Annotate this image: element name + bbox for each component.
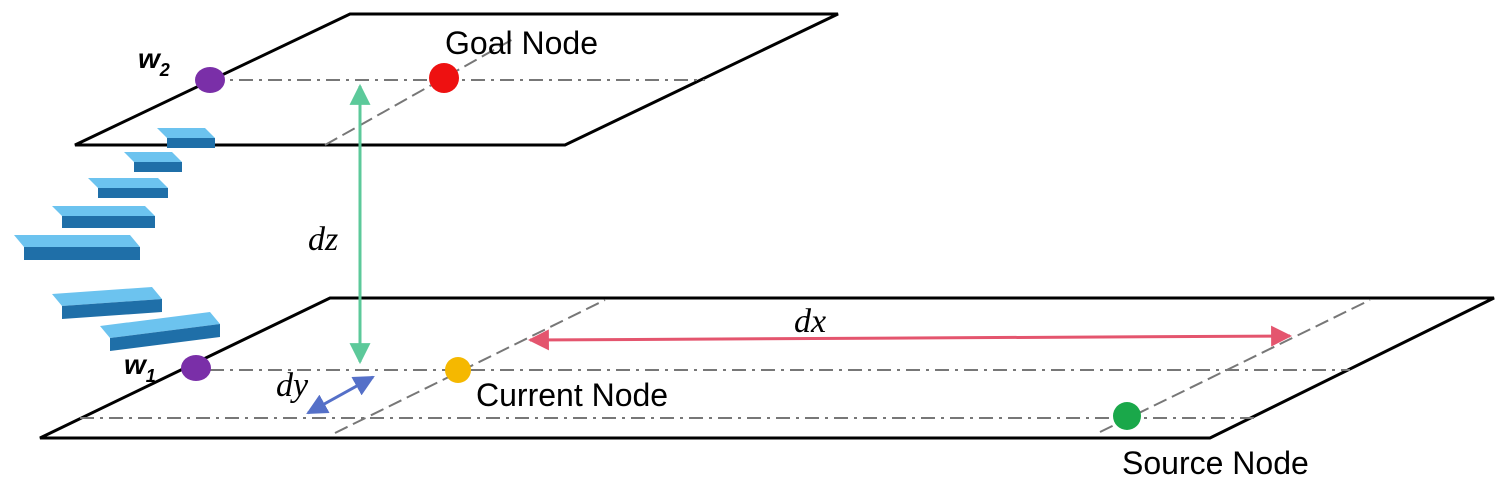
stair-step xyxy=(52,287,162,306)
dy-arrow xyxy=(306,375,375,415)
dy-label: dy xyxy=(276,367,309,404)
upper-floor-plane xyxy=(74,12,839,147)
stair-step xyxy=(52,206,155,216)
current-node-label: Current Node xyxy=(476,377,668,413)
staircase xyxy=(14,128,220,351)
stair-step xyxy=(88,178,168,188)
waypoint-w2-node xyxy=(195,67,225,93)
stair-step xyxy=(100,312,220,338)
upper-guide-diagonal xyxy=(324,37,516,146)
w1-label: w1 xyxy=(124,349,156,386)
stair-step xyxy=(62,216,155,228)
dx-label: dx xyxy=(794,303,826,340)
stair-step xyxy=(124,152,182,162)
stair-step xyxy=(167,138,215,148)
dx-arrow xyxy=(527,325,1293,351)
stair-step xyxy=(24,247,140,260)
lower-floor-plane xyxy=(39,296,1495,440)
current-node-marker xyxy=(445,357,471,383)
stair-step xyxy=(157,128,215,138)
stair-step xyxy=(14,235,140,247)
stair-step xyxy=(98,188,168,198)
stair-step xyxy=(110,324,220,351)
stair-step xyxy=(62,299,162,319)
goal-node-label: Goal Node xyxy=(445,25,598,61)
goal-node-marker xyxy=(429,63,459,93)
source-node-marker xyxy=(1113,402,1141,430)
waypoint-w1-node xyxy=(181,355,211,381)
dz-label: dz xyxy=(308,221,338,258)
source-node-label: Source Node xyxy=(1122,445,1309,481)
lower-guide-diagonal-source xyxy=(1099,299,1371,433)
w2-label: w2 xyxy=(138,43,170,80)
stair-step xyxy=(134,162,182,172)
